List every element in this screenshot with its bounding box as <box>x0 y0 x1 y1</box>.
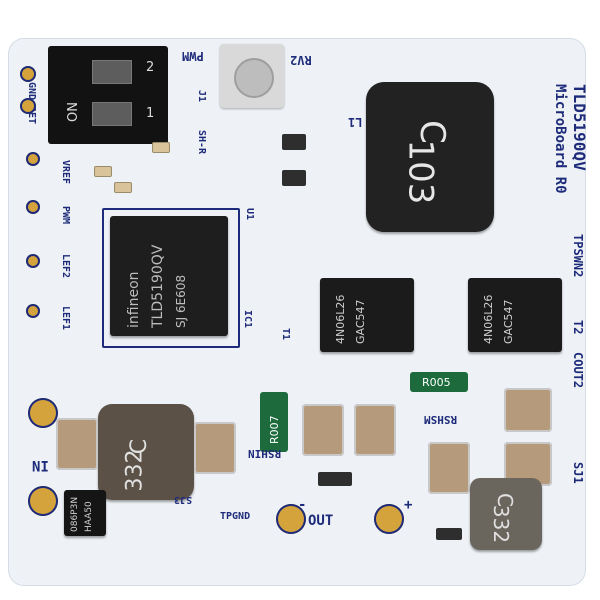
ic1-label: IC1 <box>242 310 253 329</box>
output-inductor-bottom: 332 <box>489 504 514 544</box>
cap-out-1[interactable] <box>428 442 470 494</box>
dip-on-label: ON <box>66 102 81 122</box>
mosfet-2[interactable]: 4N06L26 GAC547 <box>468 278 562 352</box>
pwm-left-label: PWM <box>60 206 71 225</box>
mosfet1-line1: 4N06L26 <box>334 294 347 344</box>
cap-mid-1[interactable] <box>302 404 344 456</box>
cap-in-1[interactable] <box>56 418 98 470</box>
lef1-label: LEF1 <box>60 306 71 331</box>
out-plus: + <box>404 497 413 513</box>
smd-resistor[interactable] <box>152 142 170 153</box>
pad-vref[interactable] <box>26 152 40 166</box>
rshsm-label: RSHSM <box>424 413 458 426</box>
mosfet-1[interactable]: 4N06L26 GAC547 <box>320 278 414 352</box>
trimmer-knob[interactable] <box>234 58 274 98</box>
dip-1-label: 1 <box>146 106 155 121</box>
out-minus: - <box>298 497 307 513</box>
sj3-label: SJ3 <box>174 494 193 505</box>
dip-2-label: 2 <box>146 60 155 75</box>
j1-label: J1 <box>196 90 207 103</box>
mosfet1-line2: GAC547 <box>354 299 367 344</box>
lef2-label: LEF2 <box>60 254 71 279</box>
diode-text-1: 086P3N <box>70 496 80 532</box>
output-inductor[interactable]: C 332 <box>470 478 542 550</box>
dip-toggle-1[interactable] <box>92 60 132 84</box>
pad-in-minus[interactable] <box>28 398 58 428</box>
sj1-label: SJ1 <box>571 462 585 484</box>
l1-mark-bottom: 103 <box>400 139 441 205</box>
l1-label: L1 <box>348 115 363 129</box>
pad-out-plus[interactable] <box>374 504 404 534</box>
t2-label: T2 <box>571 320 585 335</box>
mosfet2-line2: GAC547 <box>502 299 515 344</box>
diode-text-2: HAA50 <box>84 501 94 532</box>
cap-out-2[interactable] <box>504 388 552 432</box>
r007-text: R007 <box>268 415 281 444</box>
sot-23[interactable] <box>282 134 306 150</box>
sot-23[interactable] <box>282 170 306 186</box>
resistor-r007[interactable]: R007 <box>260 392 288 452</box>
tpgnd-label: TPGND <box>220 511 251 522</box>
ic-u1[interactable]: infineon TLD5190QV SJ 6E608 <box>110 216 228 336</box>
pad-lef2[interactable] <box>26 254 40 268</box>
r005-text: R005 <box>422 376 451 389</box>
pad-in-plus[interactable] <box>28 486 58 516</box>
pwm-top-label: PWM <box>182 49 204 63</box>
smd-resistor[interactable] <box>94 166 112 177</box>
mosfet2-line1: 4N06L26 <box>482 294 495 344</box>
resistor-r005[interactable]: R005 <box>410 372 468 392</box>
t1-label: T1 <box>280 328 291 341</box>
diode[interactable]: 086P3N HAA50 <box>64 490 106 536</box>
pad-gnd[interactable] <box>20 66 36 82</box>
smd-part[interactable] <box>318 472 352 486</box>
smd-resistor[interactable] <box>114 182 132 193</box>
cap-in-2[interactable] <box>194 422 236 474</box>
vref-label: VREF <box>60 160 71 185</box>
u1-label: U1 <box>244 208 255 221</box>
pad-pwm[interactable] <box>26 200 40 214</box>
in-label: IN <box>32 457 49 473</box>
dip-switch[interactable]: ON 2 1 <box>48 46 168 144</box>
board-title: TLD5190QV <box>570 84 589 171</box>
rv2-label: RV2 <box>290 53 312 67</box>
trimmer-rv2[interactable] <box>220 44 284 108</box>
input-inductor-bottom: 332 <box>122 449 148 492</box>
pcb-board: TLD5190QV MicroBoard R0 ON 2 1 PWM GND S… <box>8 38 589 586</box>
board-subtitle: MicroBoard R0 <box>552 84 568 194</box>
pad-set[interactable] <box>20 98 36 114</box>
tpswn2-label: TPSWN2 <box>571 234 585 278</box>
pad-lef1[interactable] <box>26 304 40 318</box>
smd-part[interactable] <box>436 528 462 540</box>
cap-mid-2[interactable] <box>354 404 396 456</box>
input-inductor[interactable]: C 332 <box>98 404 194 500</box>
dip-toggle-2[interactable] <box>92 102 132 126</box>
cout2-label: COUT2 <box>571 352 585 389</box>
rshin-label: RSHIN <box>248 447 282 460</box>
ic-outline <box>102 208 240 348</box>
out-label: OUT <box>308 513 334 529</box>
inductor-l1[interactable]: C 103 <box>366 82 494 232</box>
sh-r-label: SH-R <box>196 130 207 155</box>
pad-out-minus[interactable] <box>276 504 306 534</box>
